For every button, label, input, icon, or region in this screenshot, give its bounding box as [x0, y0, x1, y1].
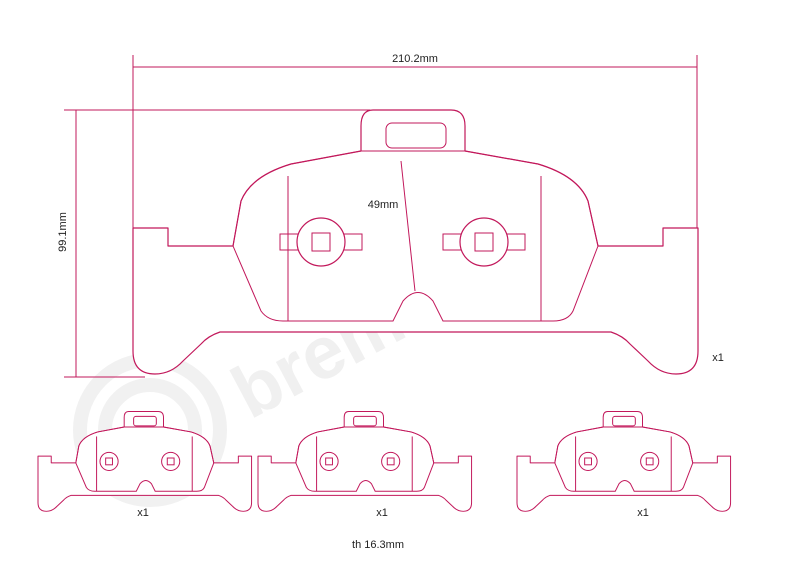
small-brake-pad-middle: [257, 411, 473, 512]
tab-slot: [385, 122, 447, 149]
main-quantity-label: x1: [712, 352, 724, 364]
small-brake-pad-left: [37, 411, 253, 512]
center-dimension-label: 49mm: [368, 199, 399, 211]
right-clip-mount: [442, 217, 526, 267]
height-label: 99.1mm: [57, 212, 69, 252]
small-left-quantity-label: x1: [137, 507, 149, 519]
small-brake-pad-right: [516, 411, 732, 512]
small-right-quantity-label: x1: [637, 507, 649, 519]
main-brake-pad: [132, 109, 699, 375]
height-dimension: 99.1mm: [57, 109, 370, 378]
width-dimension: 210.2mm: [132, 53, 698, 228]
left-clip-mount: [279, 217, 363, 267]
thickness-label: th 16.3mm: [352, 539, 404, 551]
width-label: 210.2mm: [392, 53, 438, 65]
small-middle-quantity-label: x1: [376, 507, 388, 519]
